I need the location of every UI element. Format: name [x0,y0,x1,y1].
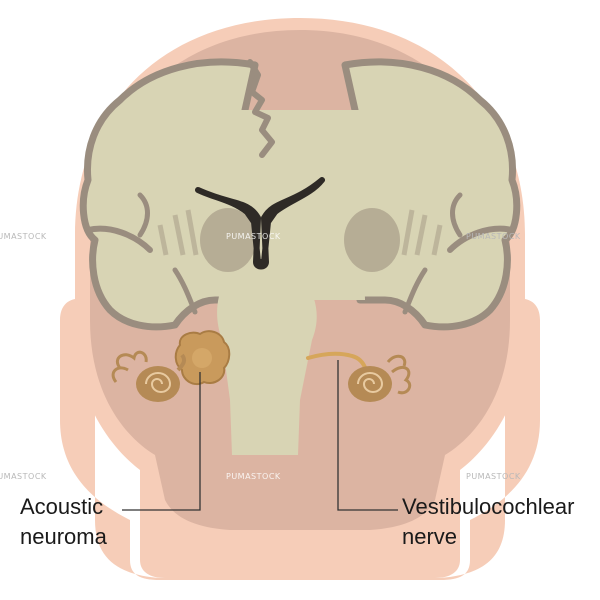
neck-skin [60,298,540,580]
left-inner-ear [111,350,187,402]
acoustic-neuroma-label-line2: neuroma [20,524,107,549]
right-sulcus [450,192,463,238]
longitudinal-fissure [247,59,275,158]
watermark-center-lower: PUMASTOCK [226,472,281,481]
vestibulocochlear-leader [337,360,398,511]
right-inner-ear [348,354,412,402]
vestibulocochlear-nerve-label: Vestibulocochlear nerve [402,492,574,552]
watermark-left-upper: PUMASTOCK [0,232,47,241]
acoustic-neuroma-leader [122,372,201,511]
watermark-right-upper: PUMASTOCK [466,232,521,241]
brainstem-lower [232,440,298,455]
brainstem [217,280,317,455]
lateral-ventricle [195,177,325,270]
left-sulcus [137,192,150,238]
tumor-highlight [192,348,212,368]
brain-center [235,110,365,300]
left-lower-sulcus [172,267,198,315]
left-fissure [85,225,153,253]
acoustic-neuroma-label: Acoustic neuroma [20,492,107,552]
watermark-right-lower: PUMASTOCK [466,472,521,481]
basal-ganglia [157,208,443,272]
right-fissure [447,225,515,253]
vestibulocochlear-nerve-label-line1: Vestibulocochlear [402,494,575,519]
vestibulocochlear-nerve [306,351,368,372]
vestibulocochlear-nerve-label-line2: nerve [402,524,458,549]
right-hemisphere [341,58,521,331]
watermark-center-upper: PUMASTOCK [226,232,281,241]
right-lower-sulcus [402,267,428,315]
acoustic-neuroma-label-line1: Acoustic [20,494,104,519]
watermark-left-lower: PUMASTOCK [0,472,47,481]
